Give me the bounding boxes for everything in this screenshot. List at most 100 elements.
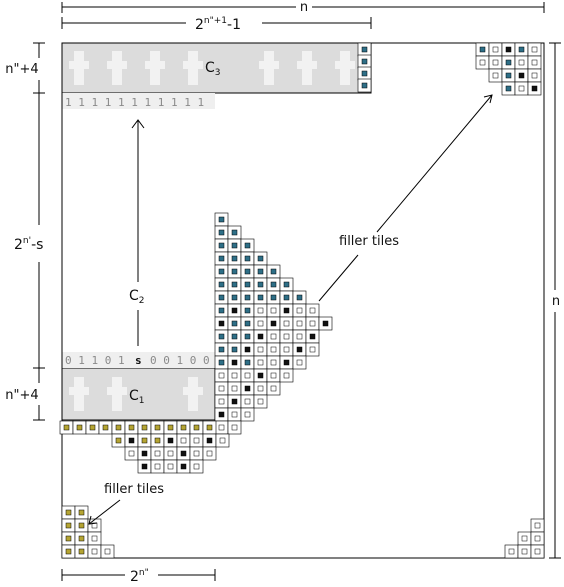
tile-dot [283,320,290,327]
tile-dot [65,535,72,542]
tile-dot [218,320,225,327]
tile-dot [361,82,368,89]
tile-dot [218,398,225,405]
tile-dot [244,359,251,366]
c2-label: C2 [129,288,145,306]
seed-pattern [69,51,355,411]
tile-dot [309,307,316,314]
tile-dot [206,450,213,457]
tile-dot [91,535,98,542]
tile-dot [257,398,264,405]
tile-dot [257,281,264,288]
tile-dot [219,437,226,444]
tile-dot [244,346,251,353]
tile-dot [534,535,541,542]
tile-dot [505,46,512,53]
tile-dot [193,424,200,431]
tile-dot [218,229,225,236]
tile-dot [296,346,303,353]
tile-dot [505,59,512,66]
tile-dot [244,385,251,392]
filler-arrow-lower [318,254,359,302]
tile-dot [531,72,538,79]
tile-dot [218,307,225,314]
tile-dot [76,424,83,431]
tile-dot [141,450,148,457]
tile-dot [231,385,238,392]
tile-dot [244,307,251,314]
left-top-height-label: n"+4 [5,62,38,77]
tile-dot [141,463,148,470]
tile-dot [283,294,290,301]
tile-dot [521,548,528,555]
tile-dot [141,424,148,431]
bottom-width-label: 2n" [130,568,149,585]
tile-dot [218,294,225,301]
tile-dot [218,333,225,340]
tile-dot [63,424,70,431]
tile-dot [531,59,538,66]
tile-dot [180,437,187,444]
tile-dot [309,333,316,340]
tile-dot [534,548,541,555]
tile-dot [78,509,85,516]
tile-dot [270,268,277,275]
tile-dot [128,424,135,431]
tile-dot [257,385,264,392]
tile-dot [218,242,225,249]
tile-dot [218,268,225,275]
tile-dot [518,46,525,53]
tile-dot [193,463,200,470]
seed-block [183,387,203,395]
tile-dot [244,333,251,340]
tile-dot [283,281,290,288]
tile-dot [309,346,316,353]
tile-dot [231,398,238,405]
tile-dot [231,320,238,327]
left-dimensions: n"+4 2n'-s n"+4 [5,42,45,421]
tile-dot [296,333,303,340]
tile-dot [180,450,187,457]
tile-dot [218,385,225,392]
tile-dot [65,509,72,516]
tile-dot [218,346,225,353]
c1-sequence-strip [62,352,215,368]
tile-dot [218,359,225,366]
seed-block [335,61,355,69]
tile-dot [244,294,251,301]
tile-dot [531,85,538,92]
tile-dot [78,535,85,542]
tile-dot [65,548,72,555]
tile-dot [296,320,303,327]
filler-arrow-left-head [88,515,98,525]
tile-dot [115,437,122,444]
tile-dot [231,281,238,288]
tile-dot [218,281,225,288]
top-ones-sequence: 1 1 1 1 1 1 1 1 1 1 1 [65,96,204,109]
tile-dot [244,255,251,262]
tile-dot [244,242,251,249]
bottom-sequence-s: s [135,354,142,367]
tile-dot [206,437,213,444]
tile-dot [104,548,111,555]
tile-dot [270,320,277,327]
seed-block [259,61,279,69]
tile-dot [115,424,122,431]
tile-dot [218,216,225,223]
tile-dot [270,281,277,288]
filler-tiles-right-label: filler tiles [339,234,399,249]
tile-layer [59,42,545,559]
c3-label: C3 [205,60,221,78]
tile-dot [78,522,85,529]
tile-dot [91,548,98,555]
tile-dot [257,294,264,301]
tile-dot [231,424,238,431]
tile-dot [167,424,174,431]
tile-dot [505,85,512,92]
tile-dot [309,320,316,327]
tile-dot [521,535,528,542]
tile-dot [479,46,486,53]
tile-dot [78,548,85,555]
tile-dot [141,437,148,444]
tile-dot [244,268,251,275]
